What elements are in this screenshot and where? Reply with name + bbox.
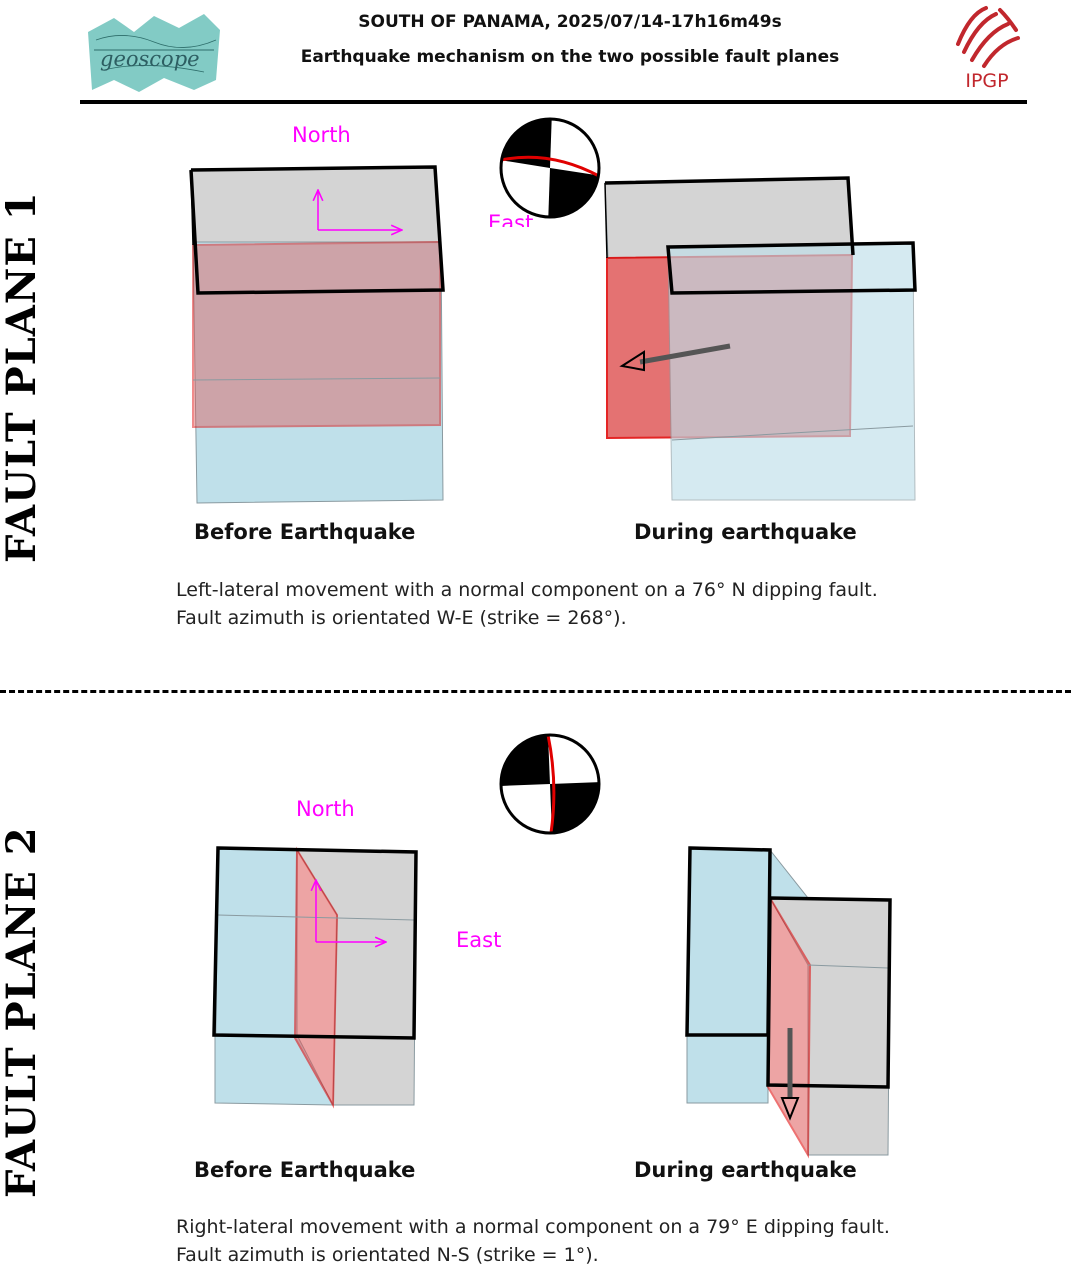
- page-title: SOUTH OF PANAMA, 2025/07/14-17h16m49s: [358, 12, 782, 32]
- plane-2-description-line-2: Fault azimuth is orientated N-S (strike …: [176, 1244, 599, 1266]
- plane-2-north-label: North: [296, 797, 355, 821]
- plane-1-north-label: North: [292, 123, 351, 147]
- plane-1-beachball-icon: [499, 117, 601, 219]
- plane-2-east-label: East: [456, 928, 502, 952]
- ipgp-logo: [950, 4, 1025, 72]
- ipgp-logo-icon: [956, 6, 1020, 68]
- section-divider: [0, 690, 1071, 693]
- plane-1-description-line-2: Fault azimuth is orientated W-E (strike …: [176, 607, 627, 629]
- plane-2-during-block: [685, 846, 892, 1159]
- geoscope-logo: [84, 10, 224, 95]
- ipgp-logo-text: IPGP: [965, 70, 1009, 92]
- geoscope-logo-icon: [88, 14, 220, 92]
- geoscope-logo-text: geoscope: [100, 47, 200, 71]
- plane-1-description-line-1: Left-lateral movement with a normal comp…: [176, 579, 878, 601]
- plane-1-during-block: [604, 176, 917, 501]
- plane-1-direction-arrows: [318, 190, 402, 230]
- plane-1-before-block: [189, 165, 445, 504]
- plane-2-during-caption: During earthquake: [634, 1158, 857, 1182]
- plane-2-before-caption: Before Earthquake: [194, 1158, 416, 1182]
- header-rule: [80, 100, 1027, 104]
- plane-1-during-caption: During earthquake: [634, 520, 857, 544]
- plane-2-direction-arrows: [316, 880, 386, 942]
- plane-2-before-block: [212, 846, 418, 1109]
- plane-2-description-line-1: Right-lateral movement with a normal com…: [176, 1216, 890, 1238]
- plane-2-beachball-icon: [499, 733, 601, 835]
- page-subtitle: Earthquake mechanism on the two possible…: [300, 47, 840, 67]
- plane-1-before-caption: Before Earthquake: [194, 520, 416, 544]
- plane-1-east-label: East: [488, 211, 534, 235]
